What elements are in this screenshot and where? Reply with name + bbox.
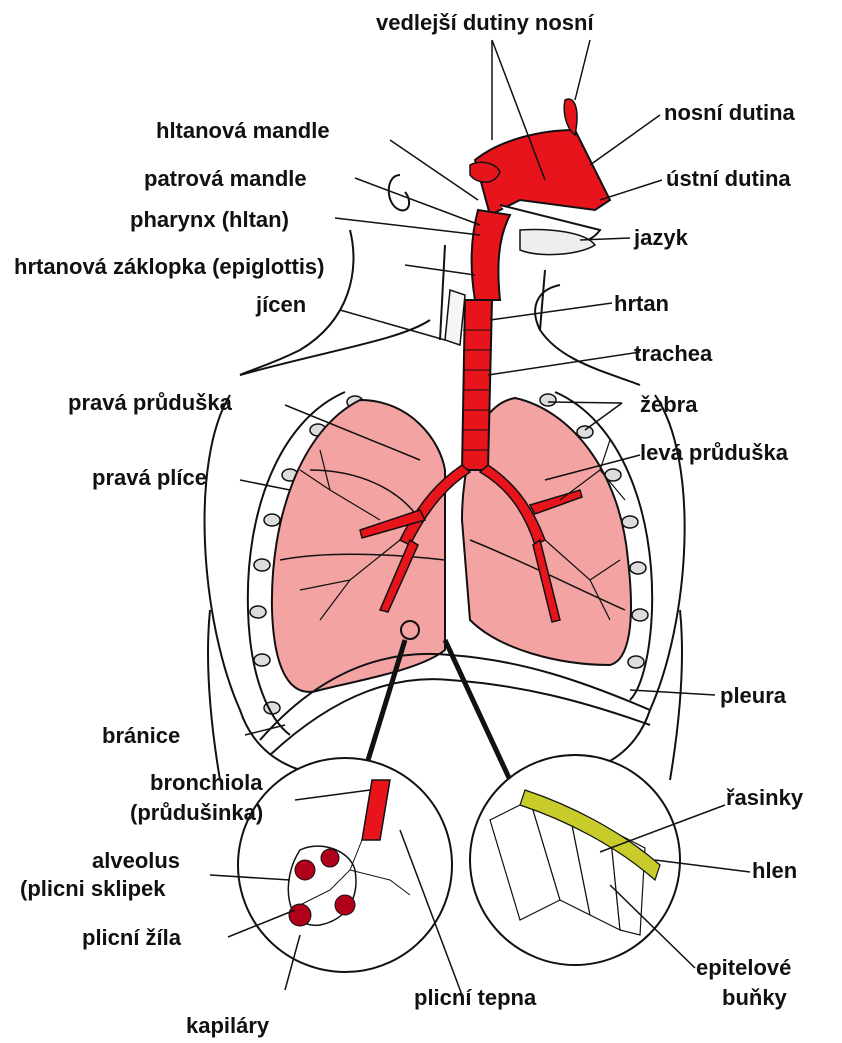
label-bronchiola-sub: (průdušinka) [130, 800, 263, 826]
label-epitelove: epitelové [696, 955, 791, 981]
trachea [462, 300, 492, 470]
label-hlen: hlen [752, 858, 797, 884]
right-lung [272, 400, 445, 692]
esophagus [445, 290, 465, 345]
label-ustni-dutina: ústní dutina [666, 166, 791, 192]
label-hrtanova-zaklopka: hrtanová záklopka (epiglottis) [14, 254, 325, 280]
label-prava-plice: pravá plíce [92, 465, 207, 491]
label-alveolus: alveolus [92, 848, 180, 874]
label-jazyk: jazyk [634, 225, 688, 251]
label-plicni-zila: plicní žíla [82, 925, 181, 951]
label-rasinky: řasinky [726, 785, 803, 811]
label-kapilary: kapiláry [186, 1013, 269, 1039]
label-hltanova-mandle: hltanová mandle [156, 118, 330, 144]
label-trachea: trachea [634, 341, 712, 367]
label-pleura: pleura [720, 683, 786, 709]
label-hrtan: hrtan [614, 291, 669, 317]
label-patrova-mandle: patrová mandle [144, 166, 307, 192]
label-zebra: žebra [640, 392, 697, 418]
label-plicni-tepna: plicní tepna [414, 985, 536, 1011]
label-nosni-dutina: nosní dutina [664, 100, 795, 126]
alveolus-detail-circle [238, 758, 452, 972]
label-alveolus-sub: (plicni sklipek [20, 876, 166, 902]
label-leva-pruduska: levá průduška [640, 440, 788, 466]
label-bronchiola: bronchiola [150, 770, 262, 796]
label-branice: bránice [102, 723, 180, 749]
label-pharynx: pharynx (hltan) [130, 207, 289, 233]
label-bunky: buňky [722, 985, 787, 1011]
label-prava-pruduska: pravá průduška [68, 390, 232, 416]
label-vedlejsi-dutiny-nosni: vedlejší dutiny nosní [376, 10, 594, 36]
label-jicen: jícen [256, 292, 306, 318]
